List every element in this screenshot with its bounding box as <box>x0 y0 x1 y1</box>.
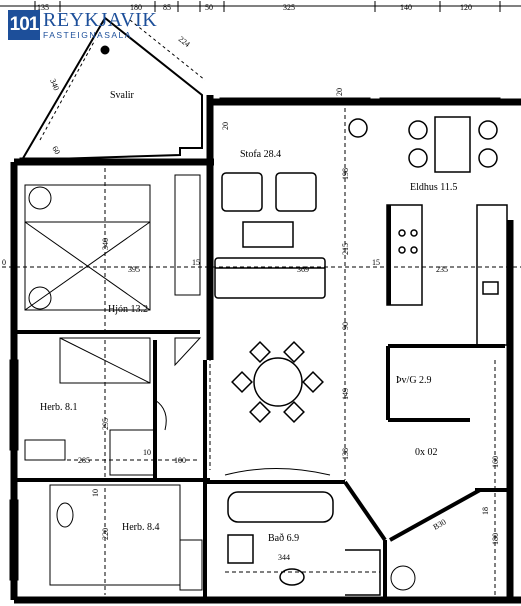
dim-label: 15 <box>372 258 380 267</box>
dim-label: 180 <box>491 533 500 545</box>
dim-label: 198 <box>341 168 350 180</box>
room-label-eldhus: Eldhus 11.5 <box>410 182 457 193</box>
dim-label: 120 <box>460 3 472 12</box>
dim-label: 295 <box>101 418 110 430</box>
logo-name: REYKJAVIK <box>43 9 158 31</box>
logo-subtitle: FASTEIGNASALA <box>43 30 132 40</box>
dim-label: 138 <box>341 448 350 460</box>
dim-label: 235 <box>436 265 448 274</box>
dim-label: 10 <box>143 448 151 457</box>
dim-label: 90 <box>341 322 350 330</box>
dim-label: 10 <box>91 489 100 497</box>
room-label-herb2: Herb. 8.4 <box>122 522 160 533</box>
dim-label: 344 <box>278 553 290 562</box>
room-label-hjon: Hjón 13.2 <box>108 304 148 315</box>
bathroom-fixtures <box>227 491 381 596</box>
dim-label: 325 <box>283 3 295 12</box>
dim-label: 20 <box>335 88 344 96</box>
dim-label: 18 <box>481 507 490 515</box>
room-label-ox: 0x 02 <box>415 447 438 458</box>
dim-label: 340 <box>48 77 61 91</box>
dim-label: 100 <box>174 456 186 465</box>
double-bed <box>24 174 201 311</box>
dim-label: 0 <box>2 258 6 267</box>
room-label-thvg: Þv/G 2.9 <box>396 375 432 386</box>
dining-table <box>231 341 324 423</box>
dim-label: 85 <box>163 3 171 12</box>
dim-label: 15 <box>192 258 200 267</box>
room-label-svalir: Svalir <box>110 90 135 101</box>
dim-label: B30 <box>432 517 448 531</box>
dim-label: 135 <box>37 3 49 12</box>
dim-label: 395 <box>128 265 140 274</box>
dim-label: 224 <box>177 34 192 48</box>
dim-label: 340 <box>101 238 110 250</box>
dim-label: 215 <box>341 243 350 255</box>
room-label-stofa: Stofa 28.4 <box>240 149 281 160</box>
dim-label: 20 <box>221 122 230 130</box>
logo: 101 REYKJAVIK FASTEIGNASALA <box>8 10 157 40</box>
dim-label: 285 <box>78 456 90 465</box>
living-furniture <box>214 172 326 299</box>
dim-label: 160 <box>491 456 500 468</box>
dim-label: 369 <box>297 265 309 274</box>
dim-label: 180 <box>130 3 142 12</box>
room-label-bad: Bað 6.9 <box>268 533 299 544</box>
logo-badge: 101 <box>8 10 40 40</box>
room-label-herb1: Herb. 8.1 <box>40 402 78 413</box>
dim-label: 50 <box>205 3 213 12</box>
dim-label: 149 <box>341 388 350 400</box>
dim-label: 140 <box>400 3 412 12</box>
kitchen-table <box>348 116 498 173</box>
dim-label: 220 <box>101 528 110 540</box>
dim-label: 60 <box>50 145 62 156</box>
